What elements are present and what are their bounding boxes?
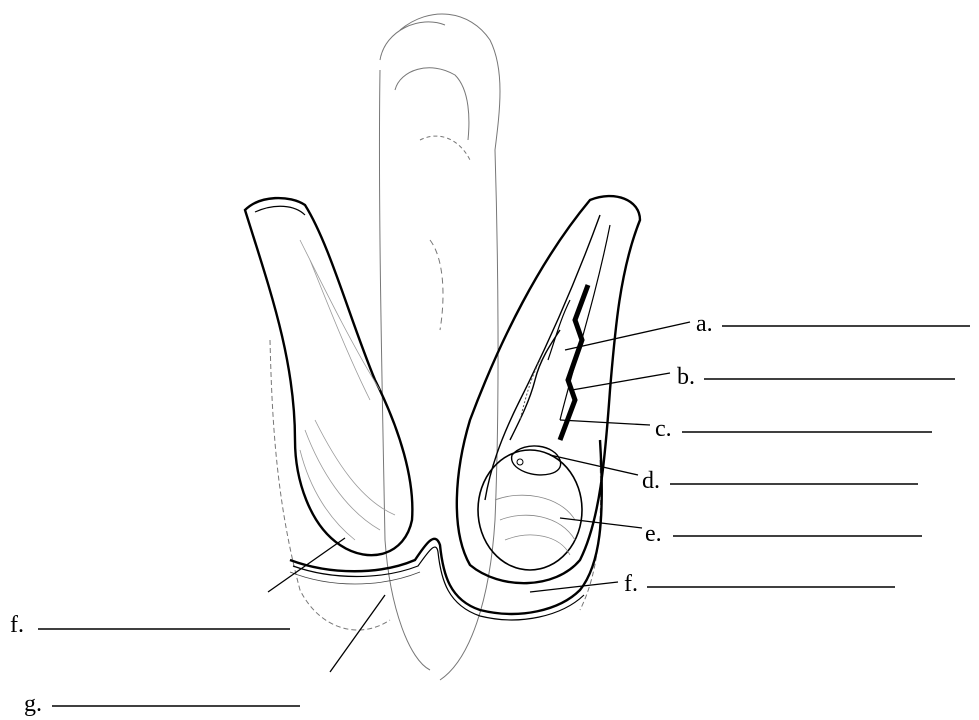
leader-d [550, 455, 638, 475]
label-c: c. [655, 416, 672, 442]
label-a: a. [696, 311, 713, 337]
label-g: g. [24, 691, 42, 717]
label-f-right: f. [624, 571, 638, 597]
left-scrotal-sac [245, 198, 412, 555]
leader-f-right [530, 582, 618, 592]
label-d: d. [642, 468, 660, 494]
leader-a [565, 322, 690, 350]
right-scrotal-sac [457, 196, 640, 583]
leader-c [560, 420, 650, 425]
label-f-left: f. [10, 612, 24, 638]
answer-blanks [38, 326, 970, 706]
label-e: e. [645, 521, 662, 547]
leader-b [572, 373, 670, 390]
label-b: b. [677, 364, 695, 390]
leader-f-left [268, 538, 345, 592]
scrotal-wall [290, 440, 602, 620]
leader-g [330, 595, 385, 672]
